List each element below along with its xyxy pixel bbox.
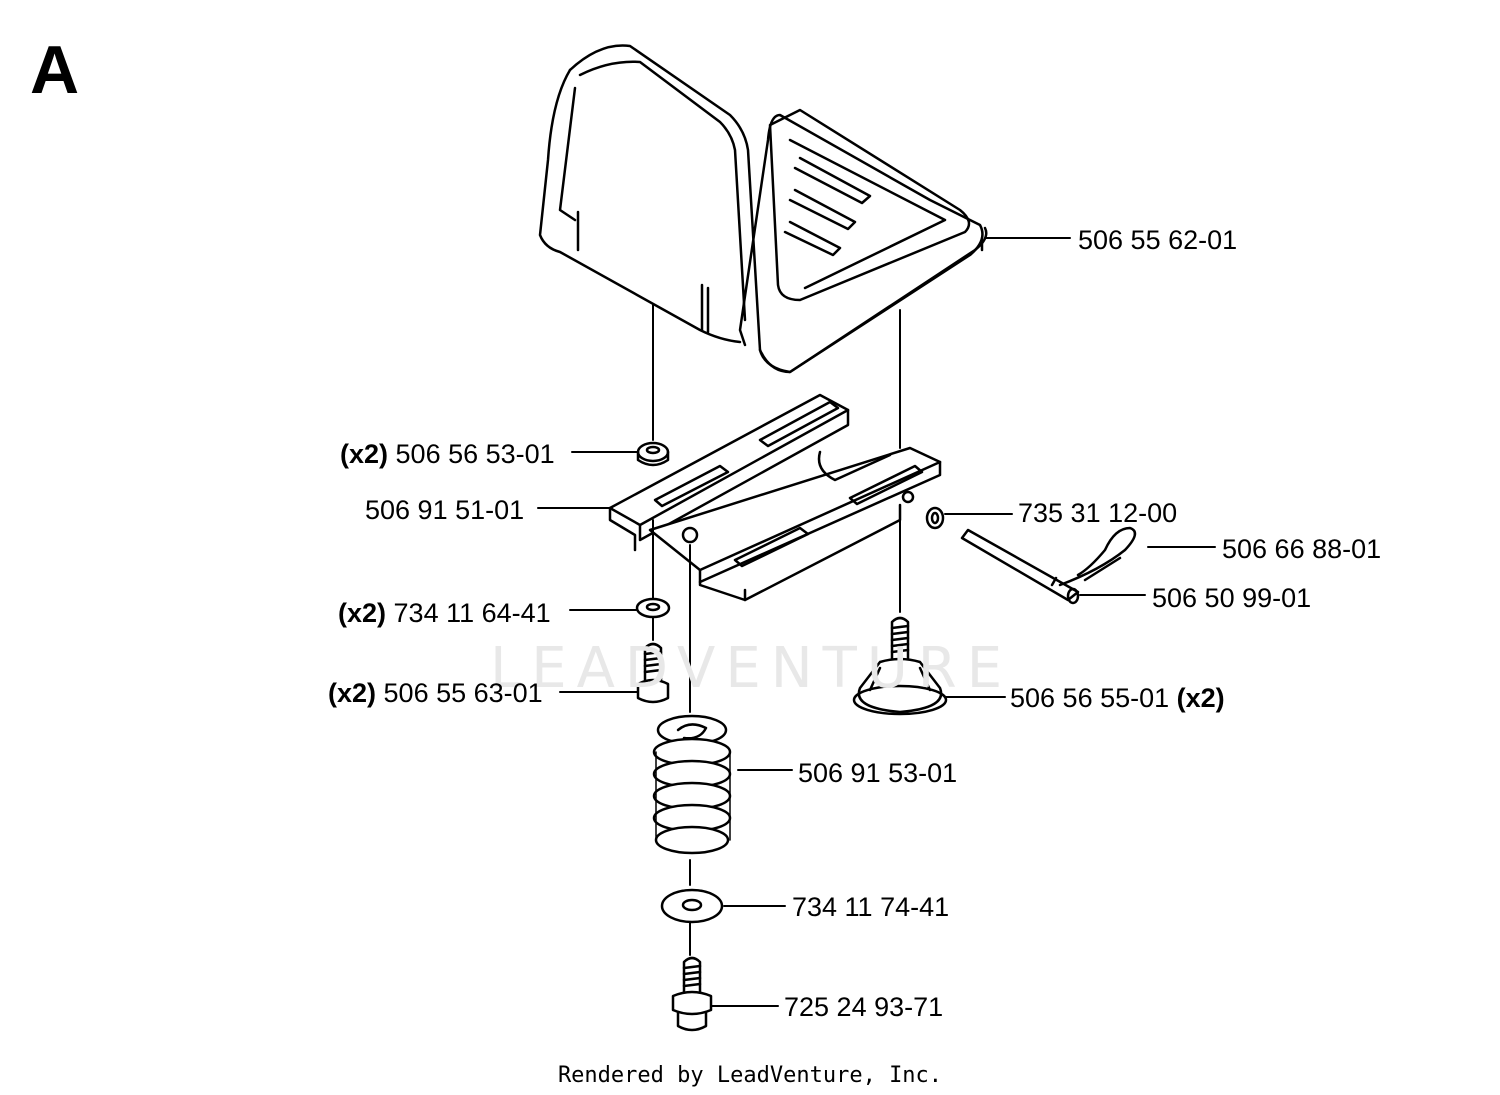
render-credit: Rendered by LeadVenture, Inc. (557, 1063, 943, 1088)
quantity: (x2) (1176, 683, 1225, 713)
quantity: (x2) (340, 439, 389, 469)
part-number: 506 55 63-01 (383, 678, 543, 708)
part-number: 506 50 99-01 (1152, 583, 1312, 613)
seat-illustration (538, 44, 988, 374)
watermark: LEADVENTURE (490, 636, 1013, 701)
spring-illustration (652, 714, 732, 855)
lock-washer-illustration (925, 506, 945, 530)
part-label[interactable]: 506 66 88-01 (1222, 536, 1381, 563)
part-label[interactable]: (x2) 734 11 64-41 (338, 600, 551, 627)
part-number: 735 31 12-00 (1018, 498, 1178, 528)
knob-illustration (852, 616, 948, 716)
hair-pin-clip-illustration (1058, 526, 1137, 587)
pin-illustration (960, 528, 1080, 605)
part-number: 506 56 55-01 (1010, 683, 1170, 713)
part-label[interactable]: 735 31 12-00 (1018, 500, 1177, 527)
part-number: 725 24 93-71 (784, 992, 944, 1022)
part-label[interactable]: 506 91 51-01 (365, 497, 524, 524)
part-label[interactable]: 725 24 93-71 (784, 994, 943, 1021)
part-number: 506 91 53-01 (798, 758, 958, 788)
part-label[interactable]: 506 50 99-01 (1152, 585, 1311, 612)
part-number: 506 66 88-01 (1222, 534, 1382, 564)
quantity: (x2) (328, 678, 377, 708)
part-label[interactable]: (x2) 506 55 63-01 (328, 680, 543, 707)
washer-illustration (636, 441, 670, 467)
section-letter: A (30, 32, 80, 108)
part-label[interactable]: (x2) 506 56 53-01 (340, 441, 555, 468)
part-number: 506 55 62-01 (1078, 225, 1238, 255)
part-label[interactable]: 506 56 55-01 (x2) (1010, 685, 1225, 712)
flange-bolt-illustration (671, 956, 713, 1032)
part-number: 734 11 64-41 (393, 598, 551, 628)
part-number: 734 11 74-41 (792, 892, 950, 922)
part-label[interactable]: 734 11 74-41 (792, 894, 949, 921)
part-label[interactable]: 506 91 53-01 (798, 760, 957, 787)
washer-illustration (635, 597, 671, 619)
part-label[interactable]: 506 55 62-01 (1078, 227, 1237, 254)
part-number: 506 91 51-01 (365, 495, 525, 525)
part-number: 506 56 53-01 (395, 439, 555, 469)
leader-lines (537, 237, 1216, 1007)
frame-illustration (608, 393, 942, 602)
quantity: (x2) (338, 598, 387, 628)
bolt-illustration (636, 642, 670, 704)
flat-washer-illustration (660, 888, 724, 924)
